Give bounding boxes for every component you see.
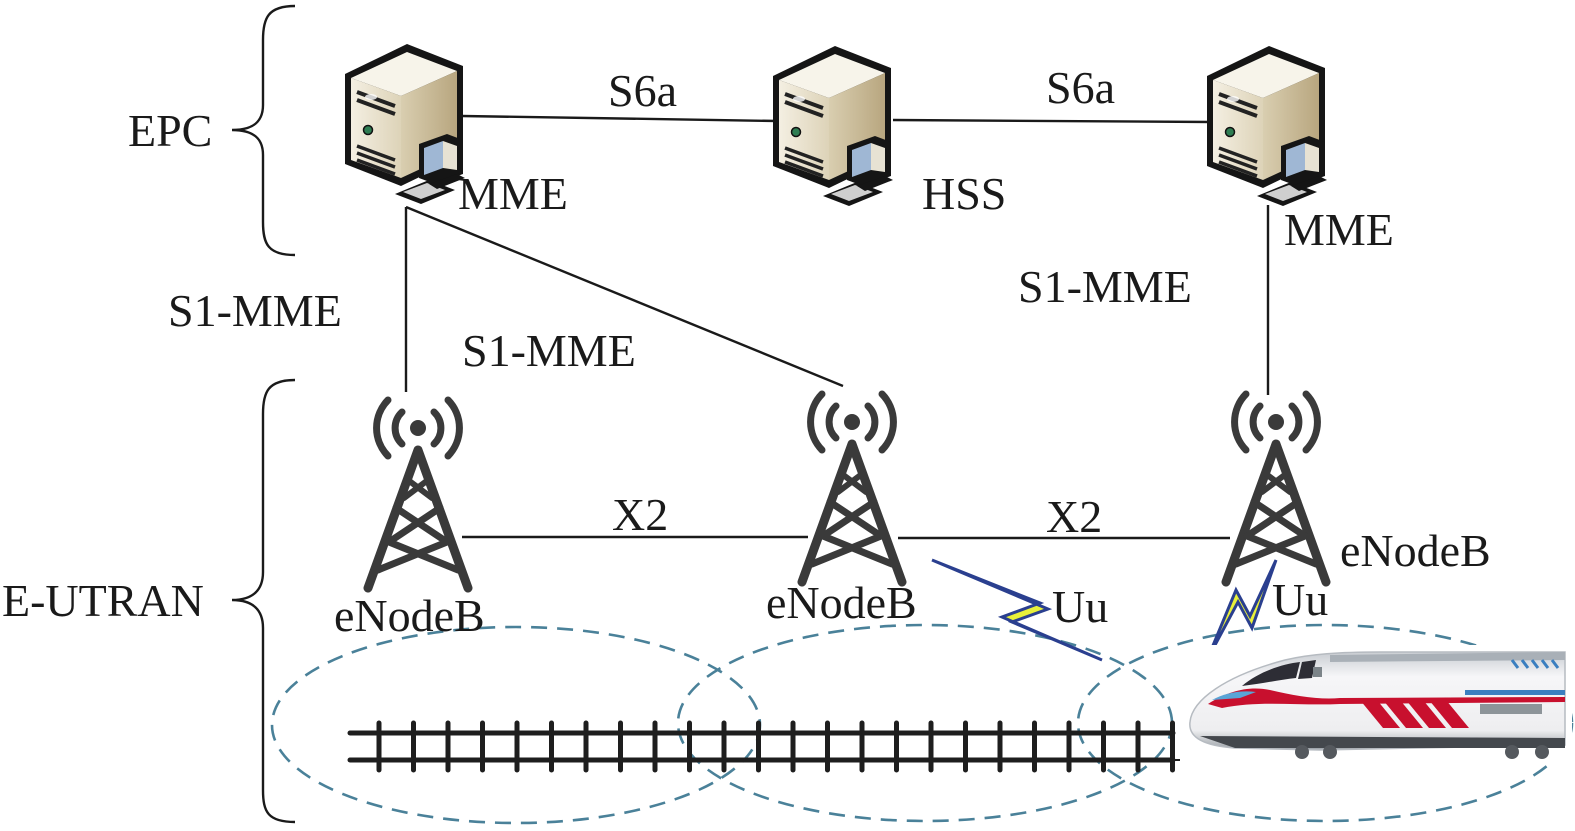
enodeb-left-tower-icon — [368, 400, 468, 588]
s1-mme-label-right: S1-MME — [1018, 261, 1192, 312]
enodeb-middle-label: eNodeB — [766, 577, 917, 628]
cell-coverage-middle — [676, 623, 1174, 823]
epc-group-label: EPC — [128, 105, 212, 156]
uu-label-middle: Uu — [1052, 581, 1108, 632]
mme-left-label: MME — [458, 168, 568, 219]
mme-right-label: MME — [1284, 204, 1394, 255]
mme-left-server-icon — [343, 42, 467, 206]
s1-mme-label-left-vertical: S1-MME — [168, 285, 342, 336]
railway-track — [347, 720, 1176, 773]
s6a-label-left: S6a — [608, 65, 677, 116]
enodeb-middle-tower-icon — [802, 394, 902, 582]
s6a-link-left — [461, 114, 779, 123]
x2-label-right: X2 — [1046, 491, 1102, 542]
enodeb-right-label: eNodeB — [1340, 525, 1491, 576]
s1-mme-link-left-diagonal — [405, 205, 844, 388]
epc-brace — [231, 4, 296, 257]
s1-mme-label-left-diagonal: S1-MME — [462, 325, 636, 376]
mme-right-server-icon — [1205, 44, 1329, 208]
uu-label-right: Uu — [1272, 574, 1328, 625]
s6a-label-right: S6a — [1046, 62, 1115, 113]
enodeb-right-tower-icon — [1226, 394, 1326, 582]
s6a-link-right — [892, 118, 1213, 124]
hss-server-icon — [771, 44, 895, 208]
high-speed-train-icon — [1180, 645, 1572, 763]
eutran-group-label: E-UTRAN — [2, 575, 204, 626]
x2-label-left: X2 — [612, 489, 668, 540]
hss-label: HSS — [922, 168, 1006, 219]
enodeb-left-label: eNodeB — [334, 590, 485, 641]
eutran-brace — [231, 378, 296, 824]
uu-lightning-middle-icon — [931, 558, 1103, 662]
